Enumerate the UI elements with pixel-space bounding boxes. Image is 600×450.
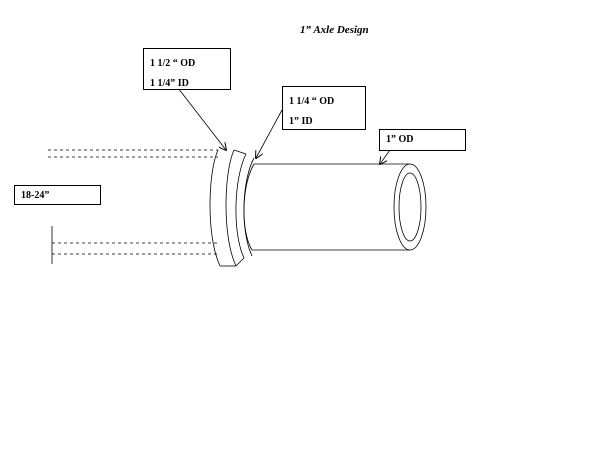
outer-tube-end-left [209,149,221,267]
axle-end-bore [398,172,422,242]
outer-tube-od-label: 1 1/2 “ OD [150,58,196,69]
inner-sleeve-bottom [235,257,245,267]
inner-sleeve-end-left [235,153,247,259]
inner-sleeve-label-box: 1 1/4 “ OD 1” ID [282,86,366,130]
length-label: 18-24” [21,190,50,201]
length-label-box: 18-24” [14,185,101,205]
outer-tube [48,149,237,267]
inner-sleeve-od-label: 1 1/4 “ OD [289,96,335,107]
inner-sleeve-id-label: 1” ID [289,116,313,127]
outer-tube-label-box: 1 1/2 “ OD 1 1/4” ID [143,48,231,90]
leader-outer-tube [177,87,226,150]
axle-label-box: 1” OD [379,129,466,151]
leader-axle [380,149,391,164]
diagram-title: 1” Axle Design [300,24,369,36]
axle-start-curve [243,163,255,251]
inner-sleeve-end-right [243,157,255,257]
axle-tube [243,163,427,251]
outer-tube-id-label: 1 1/4” ID [150,78,189,89]
axle-od-label: 1” OD [386,134,414,145]
leader-lines [177,87,391,164]
axle-end-outer [393,163,427,251]
leader-inner-sleeve [256,109,283,158]
inner-sleeve-top [233,149,247,155]
outer-tube-end-right [225,149,237,267]
